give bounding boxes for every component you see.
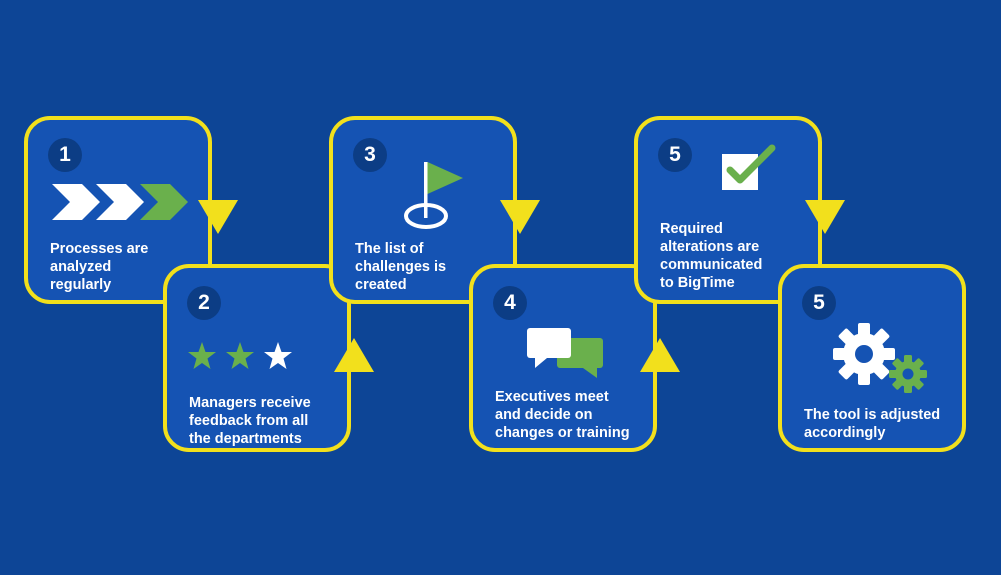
chat-bubbles-icon: [527, 328, 603, 378]
flag-target-icon: [404, 162, 463, 229]
arrow-up-icon: [334, 338, 374, 372]
step-number-5a: 5: [658, 138, 692, 172]
step-number-1: 1: [48, 138, 82, 172]
gears-icon: [833, 323, 927, 393]
step-card-5b: 5: [778, 264, 966, 452]
arrow-down-icon: [805, 200, 845, 234]
step-text-5a: Required alterations are communicated to…: [660, 221, 763, 291]
step-text-1: Processes are analyzed regularly: [50, 241, 149, 293]
step-text-4: Executives meet and decide on changes or…: [495, 389, 630, 441]
step-number-3: 3: [353, 138, 387, 172]
arrow-up-icon: [640, 338, 680, 372]
step-card-2: 2 Managers receive feedback from all the…: [163, 264, 351, 452]
step-text-2: Managers receive feedback from all the d…: [189, 395, 311, 447]
step-number-2: 2: [187, 286, 221, 320]
arrow-down-icon: [500, 200, 540, 234]
step-text-5b: The tool is adjusted accordingly: [804, 407, 941, 441]
step-number-5b: 5: [802, 286, 836, 320]
step-card-1: 1 Processes are analyzed regularly: [24, 116, 212, 304]
star-rating-icon: [188, 342, 292, 369]
step-card-4: 4 Executives meet and decide on changes …: [469, 264, 657, 452]
step-text-3: The list of challenges is created: [355, 241, 447, 293]
arrow-down-icon: [198, 200, 238, 234]
step-number-4: 4: [493, 286, 527, 320]
chevron-arrows-icon: [52, 184, 188, 220]
checkbox-icon: [722, 144, 776, 190]
